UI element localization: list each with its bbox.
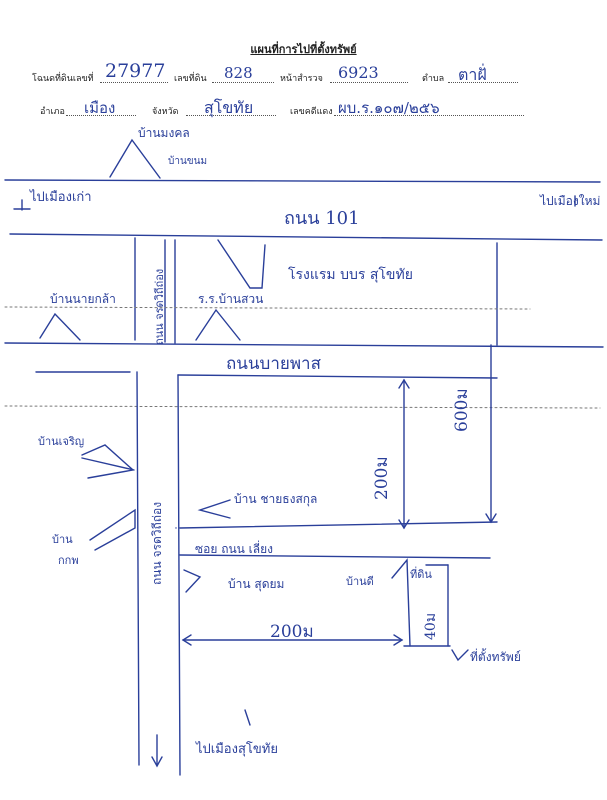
red-case-value: ผบ.ร.๑๐๗/๒๕๖ [338, 99, 440, 117]
district-value: เมือง [84, 99, 116, 117]
document-title: แผนที่การไปที่ตั้งทรัพย์ [250, 43, 357, 56]
land-no-label: เลขที่ดิน [174, 74, 207, 84]
red-case-label: เลขคดีแดง [290, 107, 333, 117]
land-no-line [212, 82, 274, 83]
to-old-city-label: ไปเมืองเก่า [30, 190, 92, 205]
house-top-label: บ้านมงคล [138, 126, 190, 140]
deed-no-label: โฉนดที่ดินเลขที่ [32, 74, 94, 84]
house-w1-label: บ้านเจริญ [38, 435, 85, 448]
resort-label: โรงแรม บบร สุโขทัย [288, 267, 413, 283]
house-s-marker [183, 569, 202, 593]
house-mid-label: ร.ร.บ้านสวน [198, 292, 264, 306]
bypass-road-bottom-right [177, 374, 498, 379]
province-line [186, 115, 276, 116]
house-s-label: บ้าน สุดยม [228, 577, 285, 591]
survey-page-value: 6923 [338, 63, 379, 82]
road-vertical-upper-label: ถนน จรดวิถีถ่อง [153, 268, 166, 345]
deed-no-value: 27977 [105, 60, 166, 82]
red-case-line [334, 115, 524, 116]
house-left-marker [39, 312, 81, 341]
house-chai-marker [197, 499, 231, 519]
subdistrict-line [448, 82, 518, 83]
house-w2-label-a: บ้าน [52, 533, 73, 546]
dim-right-label: 600ม [452, 388, 472, 432]
block-bottom-edge [179, 521, 498, 529]
road-101-bottom-edge [9, 233, 603, 241]
house-w1-marker [81, 444, 135, 479]
soi-top-edge [179, 554, 491, 559]
deed-no-line [100, 82, 168, 83]
house-w2-marker [89, 508, 136, 551]
road-101-label: ถนน 101 [284, 208, 360, 229]
land-no-value: 828 [224, 64, 253, 82]
lower-road-right-edge [177, 374, 181, 776]
district-label: อำเภอ [40, 107, 65, 117]
lot-left-edge [391, 558, 411, 647]
road-vertical-lower-label: ถนน จรดวิถีถ่อง [150, 501, 164, 585]
road-101-top-edge [4, 179, 601, 183]
dim-lot-label: 40ม [423, 612, 439, 640]
lower-road-left-edge [136, 371, 140, 766]
survey-page-line [330, 82, 408, 83]
vacant-label: ที่ดิน [410, 568, 432, 581]
house-chai-label: บ้าน ชายธงสกุล [234, 492, 318, 506]
province-label: จังหวัด [152, 107, 179, 117]
subdistrict-label: ตำบล [422, 74, 445, 84]
dim-inner-label: 200ม [372, 456, 392, 500]
to-city-label: ไปเมืองใหม่ [540, 194, 601, 208]
district-line [66, 115, 136, 116]
bypass-road-top-edge [4, 342, 604, 348]
house-left-label: บ้านนายกล้า [50, 292, 116, 306]
dim-bottom-label: 200ม [270, 622, 314, 642]
house-top-marker [109, 138, 161, 179]
target-label: ที่ตั้งทรัพย์ [470, 650, 521, 664]
house-mid-marker [195, 308, 241, 341]
survey-page-label: หน้าสำรวจ [280, 74, 323, 84]
soi-label: ซอย ถนน เลี่ยง [195, 542, 274, 556]
bypass-road-label: ถนนบายพาส [226, 354, 321, 374]
subdistrict-value: ตาฝั่ [458, 65, 487, 84]
house-top-sub-label: บ้านขนม [168, 156, 208, 167]
house-e-label: บ้านดี [346, 575, 374, 588]
province-value: สุโขทัย [204, 98, 254, 117]
to-south-label: ไปเมืองสุโขทัย [196, 742, 278, 757]
house-w2-label-b: กกพ [58, 554, 79, 567]
